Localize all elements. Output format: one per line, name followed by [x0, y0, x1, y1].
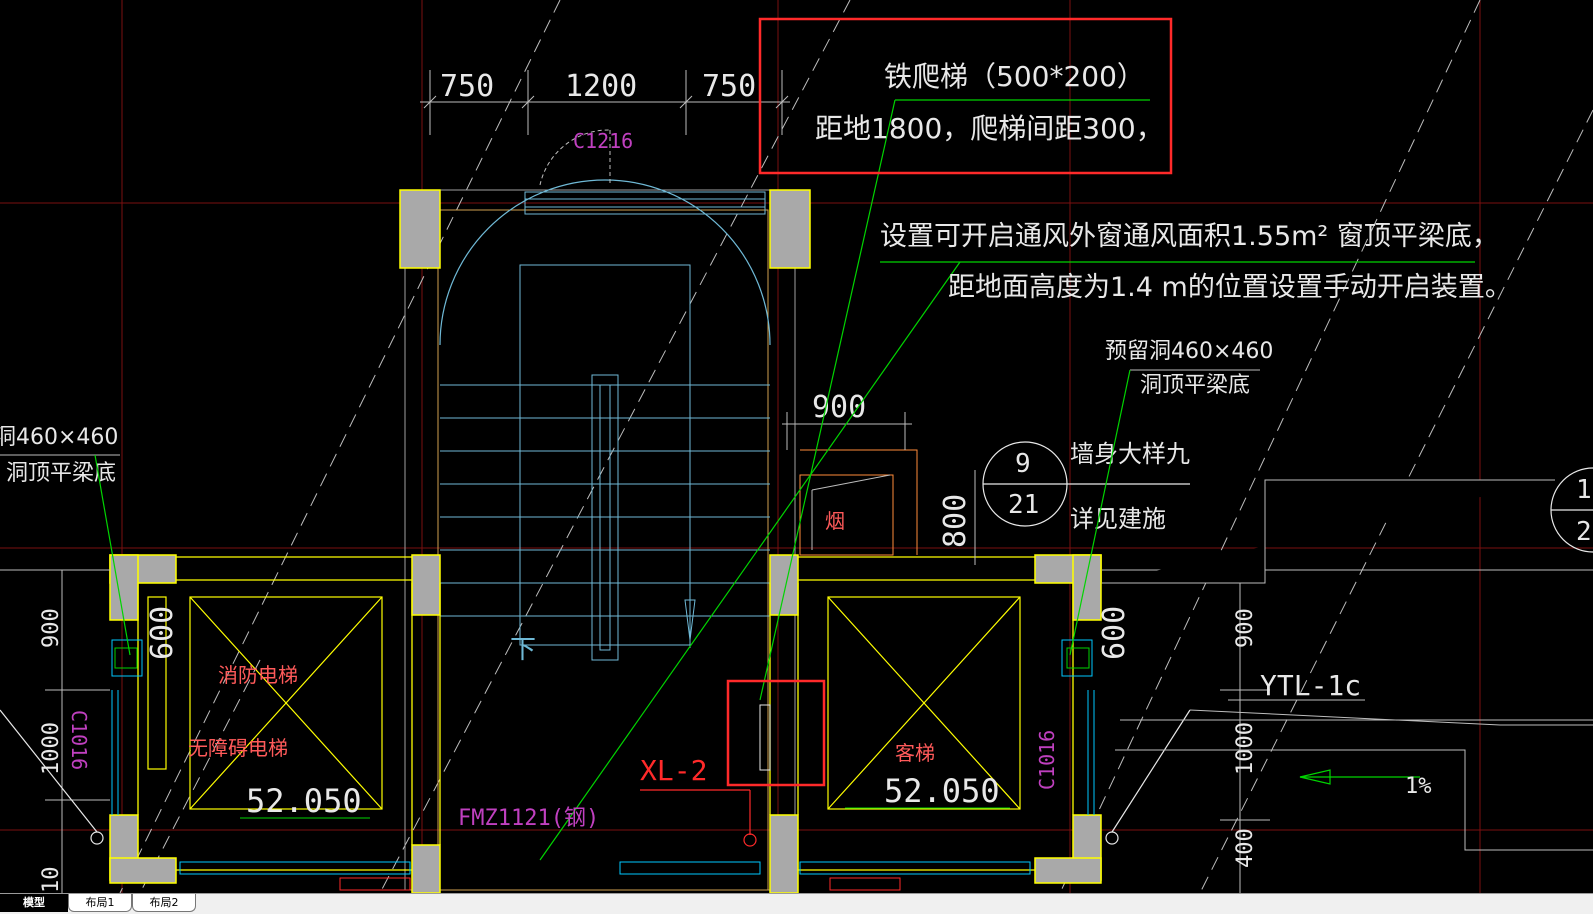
accessible-elevator-label: 无障碍电梯: [188, 736, 288, 760]
tab-layout2[interactable]: 布局2: [132, 894, 196, 912]
pipe-marker: [640, 789, 757, 847]
elevator-doors: [111, 639, 1095, 875]
right-dim-1000: 1000: [1233, 722, 1258, 775]
pipe-code-xl2: XL-2: [640, 754, 707, 787]
slope-arrow: [1299, 769, 1420, 785]
reserved-hole-right-note: 洞顶平梁底: [1140, 373, 1250, 398]
dim-top-right: 750: [702, 69, 756, 104]
edge-circle: [1550, 467, 1593, 553]
passenger-elevator-label: 客梯: [895, 741, 935, 765]
left-dim-1000: 1000: [39, 722, 64, 775]
top-dimension-line: [420, 70, 790, 135]
ladder-symbol: [759, 704, 771, 771]
detail-reference-1: 墙身大样九: [1070, 440, 1190, 468]
left-dim-900: 900: [39, 608, 64, 648]
dim-top-left: 750: [440, 69, 494, 104]
right-dim-900: 900: [1233, 608, 1258, 648]
right-elevation-label: 52.050: [884, 772, 1000, 810]
detail-number-bottom: 21: [1008, 490, 1039, 520]
left-elevator-car: [147, 596, 383, 810]
left-dim-chain: [0, 569, 110, 893]
cad-drawing-canvas[interactable]: 750 1200 750 C1216: [0, 0, 1593, 893]
stair-treads: [440, 374, 770, 661]
top-window: [524, 129, 766, 215]
ladder-detail: 距地1800，爬梯间距300，: [815, 112, 1164, 145]
door-symbols: [114, 647, 1090, 669]
window-code-label: C1216: [573, 129, 633, 153]
door-code-right: C1016: [1035, 730, 1059, 790]
dim-600-left: 600: [145, 606, 180, 660]
stair-shaft: [404, 179, 796, 891]
detail-number-top: 9: [1015, 449, 1031, 479]
edge-circle-top: 1: [1576, 475, 1592, 505]
door-code-left: C1016: [67, 710, 91, 770]
tab-model[interactable]: 模型: [0, 894, 68, 912]
edge-circle-bottom: 2: [1576, 517, 1592, 547]
grid-markers: [0, 709, 1191, 845]
left-dim-bottom: 10: [39, 867, 64, 894]
chimney-label: 烟: [825, 509, 845, 533]
detail-index-circle: [982, 441, 1190, 527]
ladder-title: 铁爬梯（500*200）: [884, 60, 1145, 93]
dashed-construction-lines: [119, 0, 1593, 893]
window-note-line1: 设置可开启通风外窗通风面积1.55m² 窗顶平梁底，: [880, 221, 1499, 252]
ytl-label: YTL-1c: [1260, 669, 1361, 702]
dim-600-right: 600: [1097, 606, 1132, 660]
ladder-position-highlight-box: [726, 679, 826, 787]
canvas-background: [0, 0, 1593, 893]
fire-elevator-label: 消防电梯: [218, 663, 298, 687]
bottom-door-hatch: [339, 877, 901, 891]
reserved-hole-right-size: 预留洞460×460: [1105, 339, 1273, 364]
dim-900-line: [782, 412, 912, 450]
slope-label: 1%: [1405, 774, 1432, 799]
layout-tab-bar: 模型 布局1 布局2: [0, 893, 1593, 914]
dim-800-vertical: 800: [938, 494, 973, 548]
leader-lines: [94, 99, 1475, 861]
reserved-hole-left-size: 洞460×460: [0, 425, 118, 450]
tab-layout1[interactable]: 布局1: [68, 894, 132, 912]
detail-reference-2: 详见建施: [1070, 505, 1166, 533]
door-code-fmz: FMZ1121(钢): [458, 806, 599, 831]
window-note-line2: 距地面高度为1.4 m的位置设置手动开启装置。: [948, 272, 1512, 303]
elevator-walls: [137, 556, 1074, 871]
right-area-lines: [1115, 709, 1593, 851]
right-dim-chain: [1102, 479, 1593, 893]
chimney-shaft: [799, 449, 918, 556]
right-dim-400: 400: [1233, 828, 1258, 868]
left-elevation-label: 52.050: [246, 782, 362, 820]
dim-top-mid: 1200: [565, 69, 637, 104]
ladder-note-highlight-box: [758, 17, 1173, 175]
stair-down-label: 下: [510, 635, 536, 665]
right-elevator-car: [827, 596, 1021, 810]
